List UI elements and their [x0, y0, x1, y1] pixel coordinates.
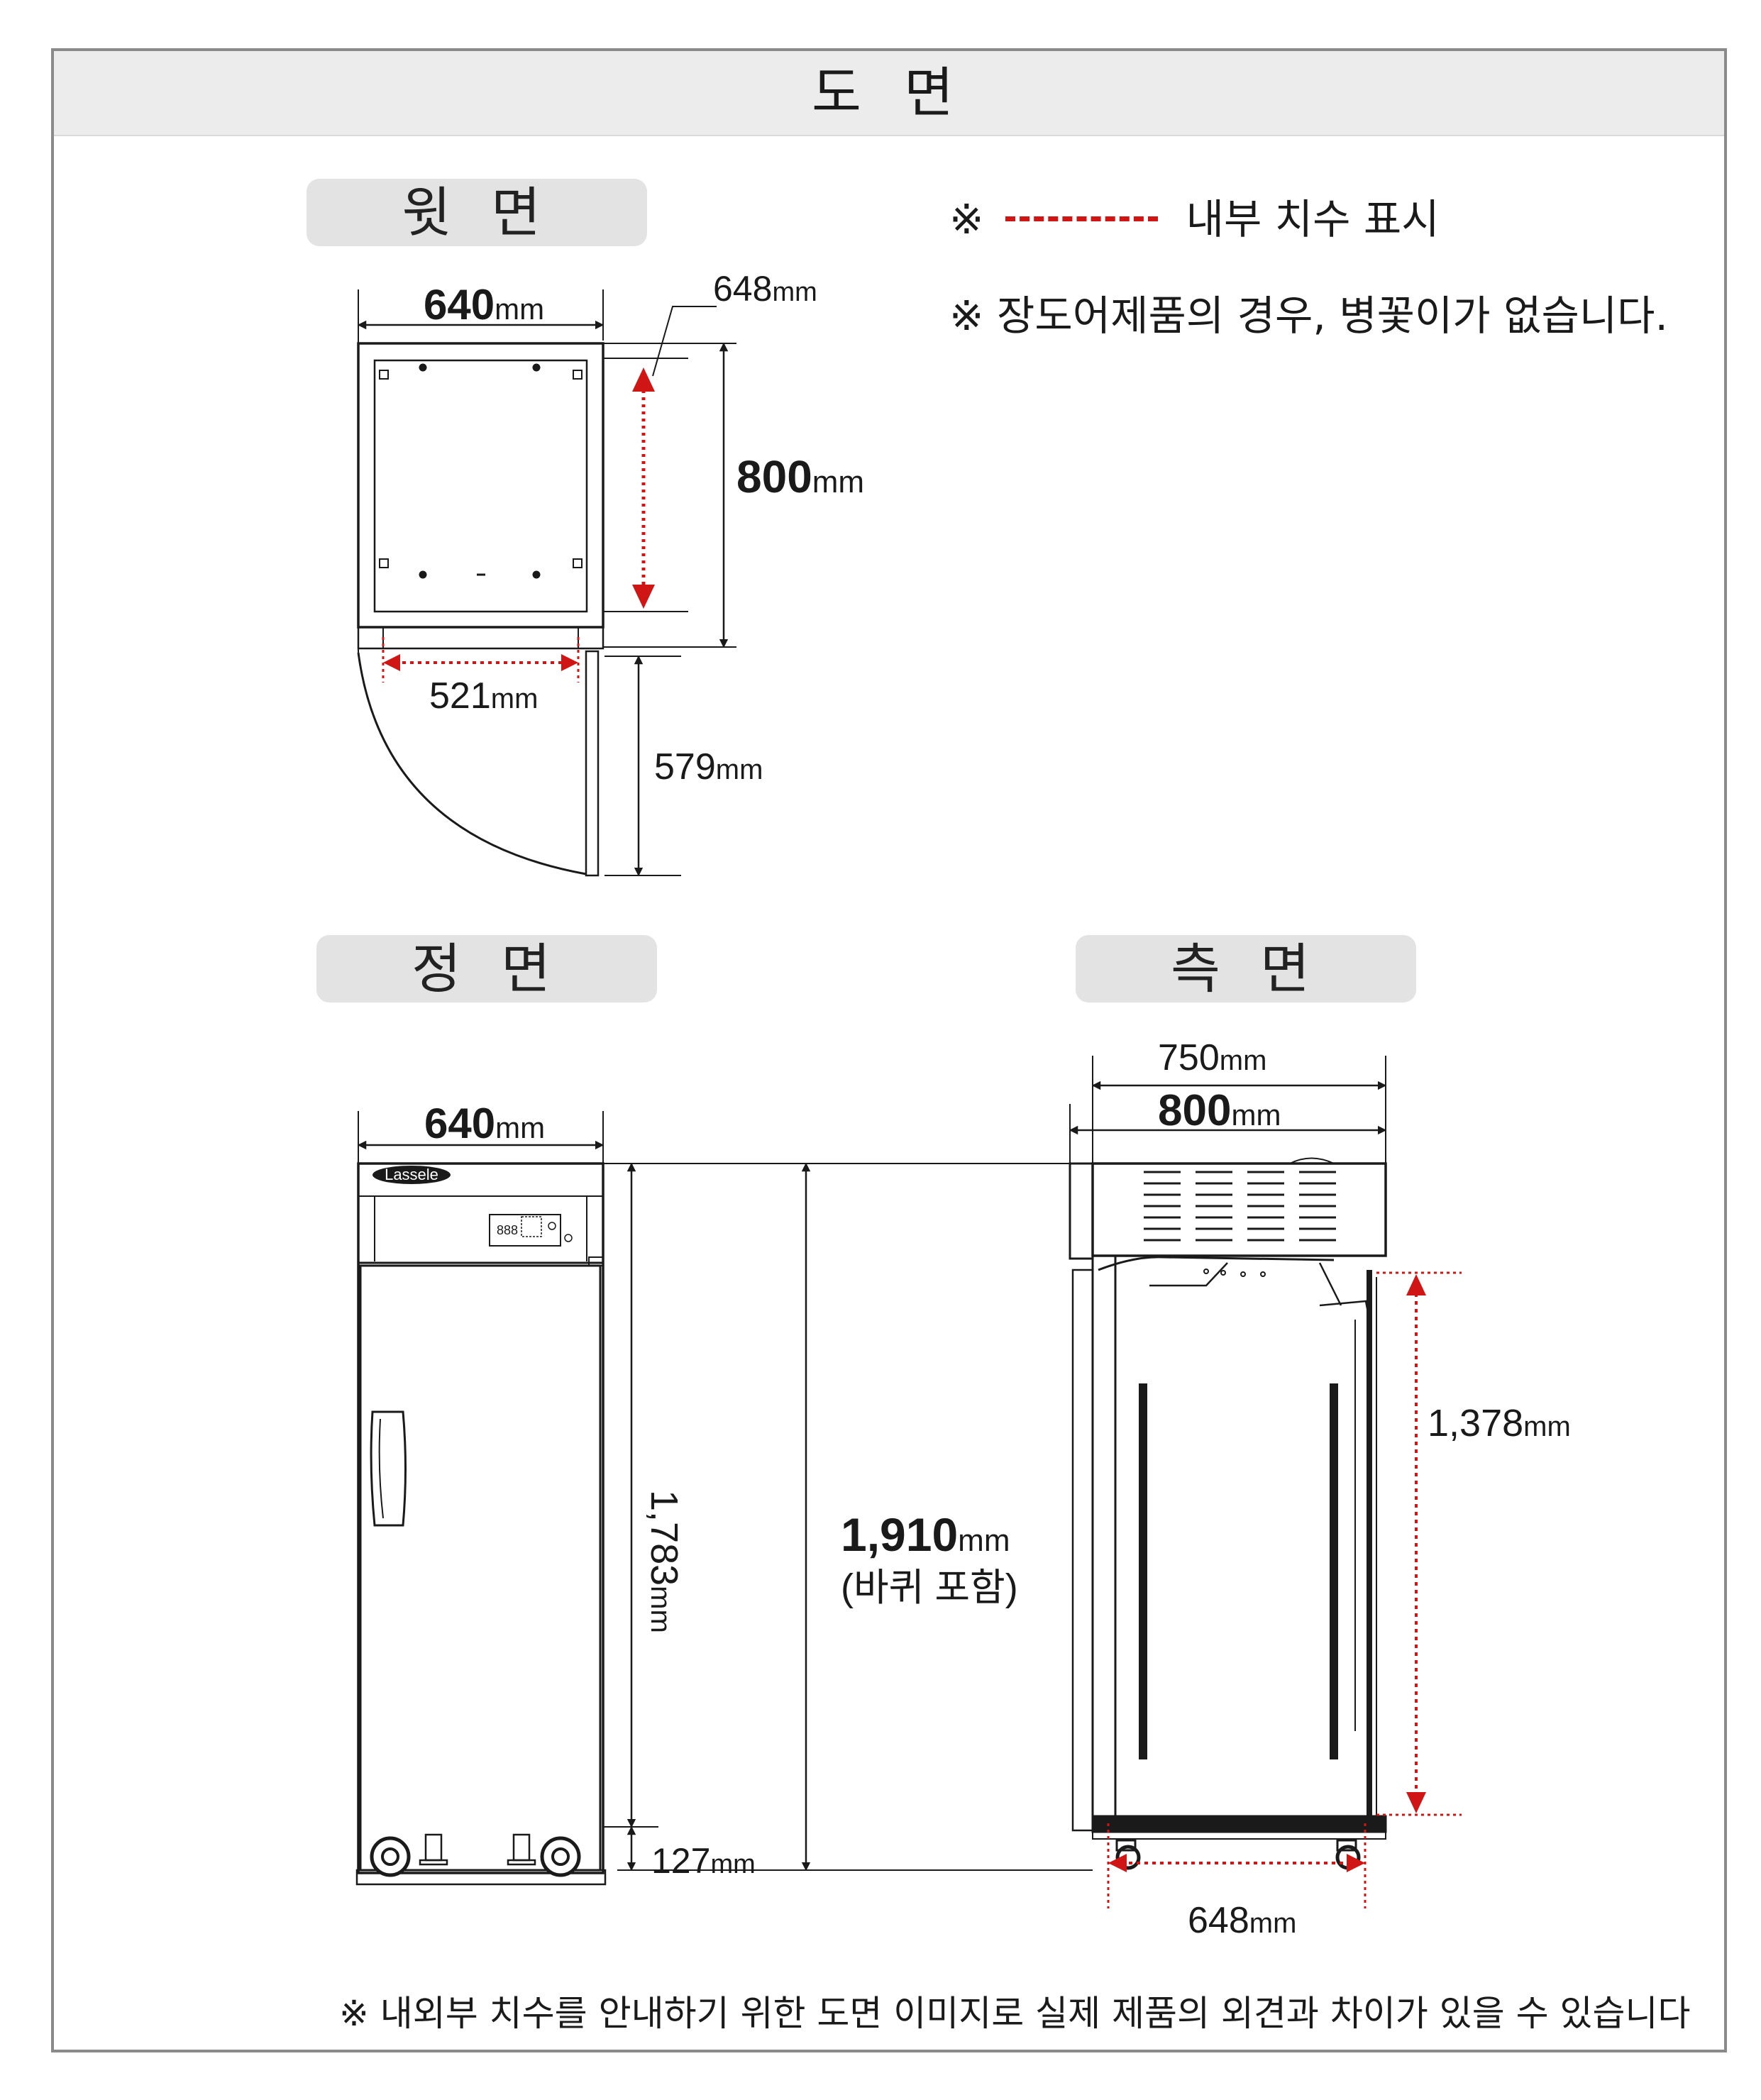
page-title: 도 면	[812, 61, 966, 124]
door-swing-dimension: 579mm	[654, 746, 763, 788]
side-view-drawing	[1069, 1056, 1387, 1870]
red-dashed-line-icon	[1005, 216, 1158, 222]
section-label-top-view: 윗 면	[307, 179, 647, 246]
section-label-front-view: 정 면	[316, 935, 657, 1002]
total-height-dimension: 1,910mm	[841, 1508, 1010, 1561]
front-width-dimension: 640mm	[424, 1100, 545, 1147]
caster-height-dimension: 127mm	[651, 1841, 756, 1881]
front-logo-badge: Lassele	[372, 1166, 451, 1184]
legend-note: ※ 내부 치수 표시	[949, 186, 1440, 245]
top-view-drawing	[357, 289, 736, 877]
section-label-side-view: 측 면	[1076, 935, 1416, 1002]
side-internal-depth-dimension: 648mm	[1188, 1900, 1296, 1941]
brand-logo: Lassele	[385, 1166, 438, 1183]
side-view-internal-dimensions	[1107, 1271, 1462, 1908]
footer-note: ※ 내외부 치수를 안내하기 위한 도면 이미지로 실제 제품의 외견과 차이가…	[339, 1993, 1691, 2034]
front-body-height-dimension: 1,783mm	[643, 1490, 685, 1633]
side-internal-height-dimension: 1,378mm	[1428, 1402, 1571, 1444]
front-view-drawing	[355, 1111, 1093, 1886]
top-width-dimension: 640mm	[424, 281, 544, 328]
top-inner-width-dimension: 648mm	[713, 269, 817, 309]
legend-text: 내부 치수 표시	[1186, 195, 1440, 243]
long-door-note: ※ 장도어제품의 경우, 병꽃이가 없습니다.	[949, 292, 1668, 340]
total-height-note: (바퀴 포함)	[841, 1566, 1018, 1609]
top-internal-width-dimension: 521mm	[429, 675, 538, 717]
side-depth-dimension: 800mm	[1158, 1086, 1281, 1135]
side-inner-depth-top-dimension: 750mm	[1158, 1037, 1266, 1078]
top-depth-dimension: 800mm	[736, 451, 864, 502]
top-view-internal-dimensions	[382, 368, 655, 682]
header-bar: 도 면	[54, 51, 1724, 136]
reference-mark: ※	[949, 195, 984, 243]
drawing-frame	[51, 48, 1727, 2052]
control-panel-display: 888	[497, 1223, 518, 1237]
